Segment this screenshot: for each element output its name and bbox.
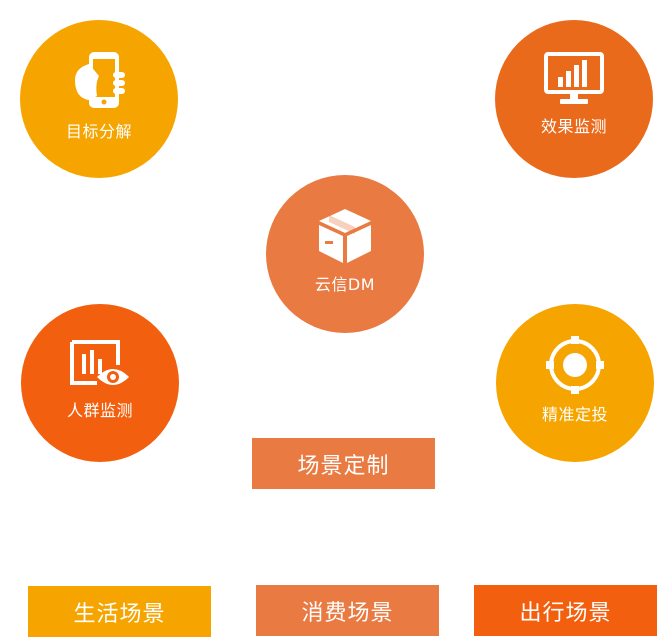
consume-scene-label: 消费场景 (301, 600, 394, 626)
travel-scene-label: 出行场景 (519, 600, 612, 626)
crowd-monitoring-circle[interactable]: 人群监测 (21, 304, 179, 462)
effect-monitoring-circle[interactable]: 效果监测 (495, 20, 653, 178)
life-scene-button[interactable]: 生活场景 (28, 586, 211, 637)
phone-hand-icon (75, 52, 125, 108)
life-scene-label: 生活场景 (73, 601, 166, 627)
scene-custom-label: 场景定制 (297, 453, 390, 479)
package-box-icon (319, 209, 371, 263)
precise-targeting-circle[interactable]: 精准定投 (496, 304, 654, 462)
crowd-monitoring-label: 人群监测 (66, 401, 133, 420)
travel-scene-button[interactable]: 出行场景 (474, 585, 657, 636)
effect-monitoring-label: 效果监测 (540, 117, 607, 136)
target-decomposition-label: 目标分解 (65, 122, 132, 141)
crosshair-target-icon (546, 336, 604, 394)
yunxin-dm-label: 云信DM (314, 275, 376, 294)
scene-custom-button[interactable]: 场景定制 (252, 438, 435, 489)
yunxin-dm-circle[interactable]: 云信DM (266, 175, 424, 333)
monitor-chart-icon (544, 52, 604, 104)
target-decomposition-circle[interactable]: 目标分解 (20, 20, 178, 178)
consume-scene-button[interactable]: 消费场景 (256, 585, 439, 636)
chart-eye-icon (70, 340, 129, 385)
precise-targeting-label: 精准定投 (541, 405, 608, 424)
